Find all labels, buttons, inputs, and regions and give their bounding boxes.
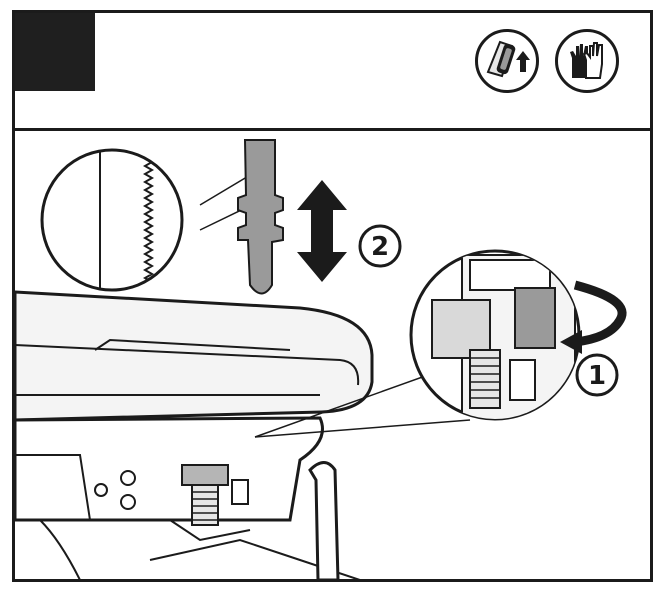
step-1-label: 1 — [575, 353, 619, 397]
guide-lever — [308, 461, 340, 579]
leader-line — [254, 419, 471, 438]
blade-holder — [181, 464, 249, 526]
jigsaw-housing — [15, 416, 361, 579]
header-bar — [15, 13, 650, 131]
scene: 2 1 — [15, 139, 627, 579]
gloves-icon — [555, 29, 619, 93]
blade-teeth-magnifier — [40, 148, 184, 292]
clamp-magnifier — [409, 249, 581, 421]
double-arrow-icon — [297, 180, 347, 282]
svg-text:2: 2 — [371, 232, 389, 262]
jigsaw-shoe — [15, 290, 374, 422]
step-block — [15, 13, 95, 91]
jigsaw-blade — [237, 139, 284, 295]
leader-line — [254, 374, 429, 438]
step-2-label: 2 — [358, 224, 402, 268]
svg-text:1: 1 — [588, 361, 606, 391]
rotate-arrow-icon — [560, 280, 627, 354]
blade-insert-icon — [475, 29, 539, 93]
